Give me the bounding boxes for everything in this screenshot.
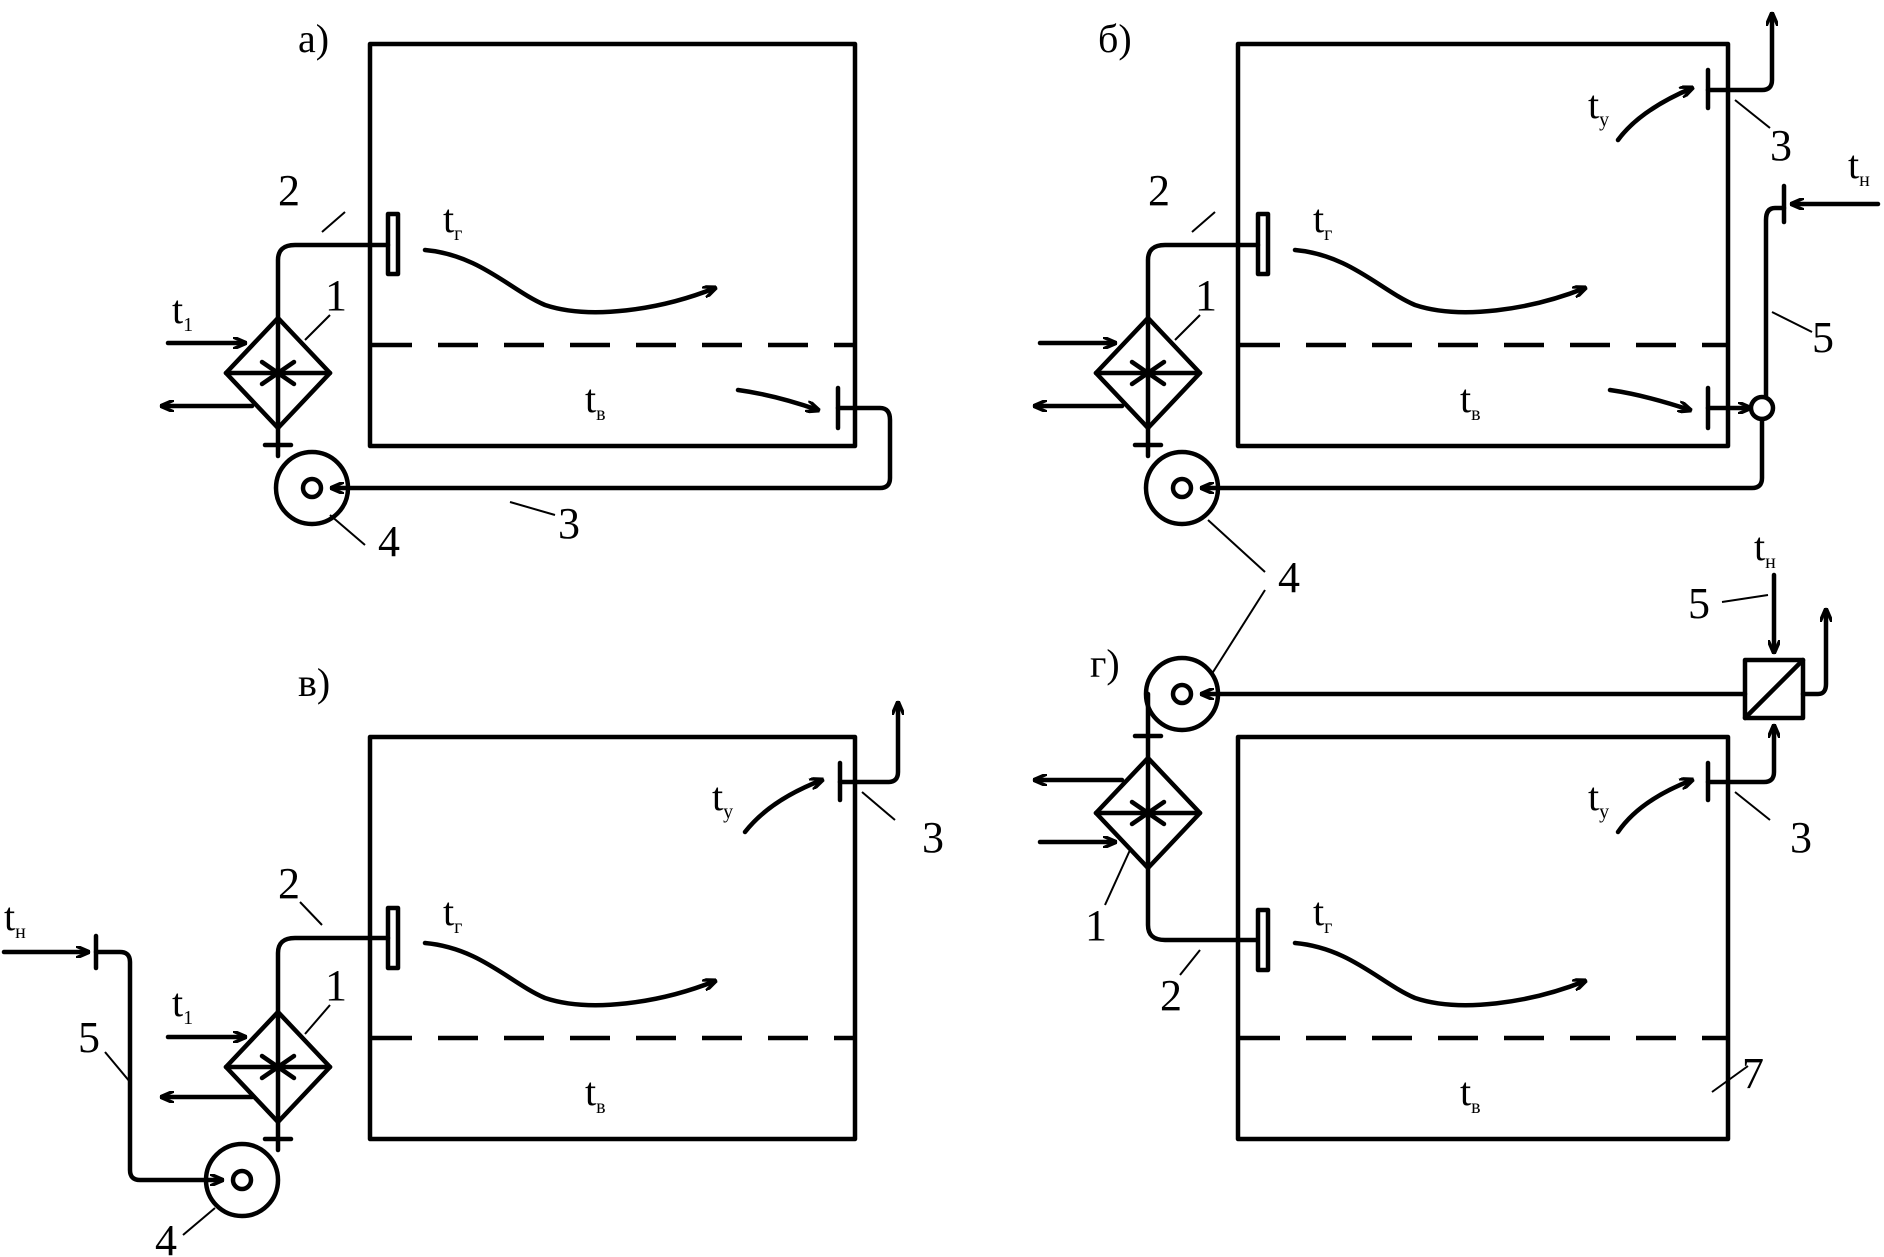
label-5-g: 5: [1688, 579, 1710, 628]
panel-v: в) tу 3 tг tв 2 1 t1: [1, 660, 944, 1257]
label-2-v: 2: [278, 859, 300, 908]
label-3-g: 3: [1790, 813, 1812, 862]
label-1-b: 1: [1195, 271, 1217, 320]
leader-1-a: [304, 314, 331, 341]
exhaust-air-arrow-g: [1615, 780, 1692, 835]
t-1-v: t1: [172, 980, 193, 1029]
t-g-g: tг: [1313, 889, 1332, 938]
label-5-b: 5: [1812, 313, 1834, 362]
label-7-g: 7: [1742, 1049, 1764, 1098]
panel-b-label: б): [1098, 16, 1132, 61]
return-air-arrow-b: [1607, 387, 1690, 410]
panel-a-label: а): [298, 16, 329, 61]
outdoor-duct-v: [93, 949, 225, 1180]
t-g-a: tг: [443, 196, 462, 245]
t-u-g: tу: [1588, 774, 1609, 823]
fan-b: [1143, 449, 1221, 527]
panel-g-label: г): [1090, 641, 1120, 686]
label-1-v: 1: [325, 961, 347, 1010]
supply-grille-g: [1255, 907, 1271, 973]
t-u-b: tу: [1588, 82, 1609, 131]
leader-3-g: [1734, 791, 1771, 821]
supply-duct-v: [275, 935, 391, 1015]
t-v-v: tв: [585, 1069, 606, 1118]
t-1-a: t1: [172, 287, 193, 336]
label-3-b: 3: [1770, 121, 1792, 170]
supply-duct-a: [275, 242, 391, 321]
t-v-g: tв: [1460, 1069, 1481, 1118]
label-2-b: 2: [1148, 166, 1170, 215]
t-n-v: tн: [4, 894, 26, 943]
leader-3-a: [509, 501, 556, 516]
label-1-g: 1: [1085, 901, 1107, 950]
heat-exchanger-g: [1093, 755, 1203, 871]
t-n-g: tн: [1754, 524, 1776, 573]
leader-1-g: [1104, 849, 1131, 906]
panel-a: а) tг tв 2 1 t1: [159, 16, 893, 566]
leader-2-v: [299, 901, 323, 926]
supply-duct-g: [1145, 865, 1261, 943]
leader-3-v: [861, 791, 896, 821]
t-v-b: tв: [1460, 376, 1481, 425]
leader-2-a: [321, 211, 346, 233]
t-g-v: tг: [443, 889, 462, 938]
supply-jet-arrow-b: [1292, 247, 1585, 315]
supply-duct-b: [1145, 242, 1261, 321]
recuperator-g: [1742, 657, 1806, 721]
exhaust-air-arrow-v: [742, 780, 822, 835]
exhaust-duct-v: [837, 700, 898, 785]
exhaust-duct-b: [1705, 11, 1772, 93]
room-b: [1235, 41, 1731, 449]
leader-2-b: [1191, 211, 1216, 233]
leader-1-v: [304, 1004, 331, 1035]
label-4-a: 4: [378, 517, 400, 566]
label-2-g: 2: [1160, 971, 1182, 1020]
heat-exchanger-v: [223, 1009, 333, 1125]
leader-4-a: [329, 514, 366, 546]
t-g-b: tг: [1313, 196, 1332, 245]
label-1-a: 1: [325, 271, 347, 320]
leader-7-g: [1711, 1065, 1749, 1093]
t-v-a: tв: [585, 376, 606, 425]
leader-5-v: [104, 1051, 131, 1083]
supply-jet-arrow-g: [1292, 940, 1585, 1008]
label-5-v: 5: [78, 1013, 100, 1062]
return-air-arrow-a: [735, 387, 818, 410]
label-3-a: 3: [558, 499, 580, 548]
label-4-v: 4: [155, 1216, 177, 1257]
heat-exchanger-b: [1093, 315, 1203, 431]
exhaust-air-arrow-b: [1615, 88, 1692, 143]
leader-5-b: [1771, 311, 1813, 333]
t-u-v: tу: [712, 774, 733, 823]
leader-2-g: [1179, 949, 1201, 976]
mixed-air-duct-b: [1199, 416, 1765, 488]
t-n-b: tн: [1848, 142, 1870, 191]
leader-4-v: [182, 1207, 216, 1236]
supply-jet-arrow-v: [422, 940, 715, 1008]
label-2-a: 2: [278, 166, 300, 215]
return-duct-a: [329, 405, 893, 488]
exhaust-duct-g: [1705, 723, 1774, 785]
panel-g: г) 7 tн 5 tу 3: [1032, 524, 1826, 1142]
heat-exchanger-a: [223, 315, 333, 431]
leader-1-b: [1174, 314, 1201, 341]
mixing-node-b: [1748, 394, 1776, 422]
supply-jet-arrow-a: [422, 247, 715, 315]
panel-b: б) tу 3 tг tв 2 1: [1032, 11, 1881, 527]
label-4-shared: 4: [1278, 553, 1300, 602]
panel-v-label: в): [298, 660, 330, 705]
exhaust-out-arrow-g: [1800, 607, 1826, 697]
label-3-v: 3: [922, 813, 944, 862]
leader-3-b: [1734, 99, 1771, 129]
shared-fan-label: 4: [1207, 519, 1300, 681]
room-a: [367, 41, 858, 449]
leader-5-g: [1721, 594, 1769, 603]
outdoor-duct-b: [1763, 205, 1787, 400]
